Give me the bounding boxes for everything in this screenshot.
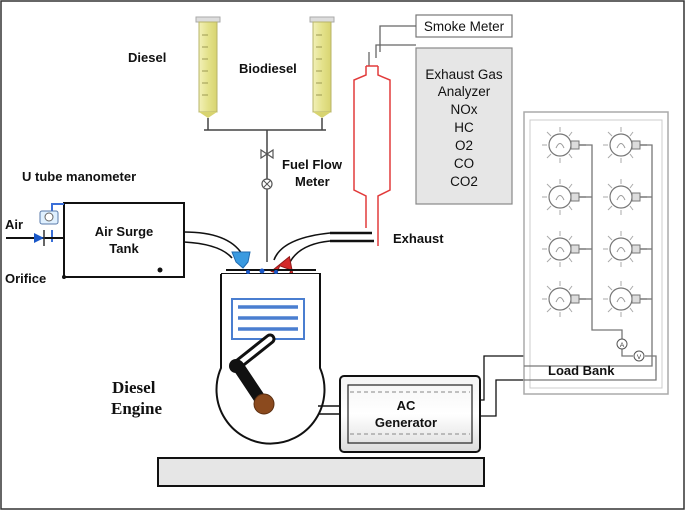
intake-pipe (183, 231, 243, 259)
analyzer-item: O2 (455, 138, 473, 153)
load-bank-inner (529, 119, 663, 389)
diesel-burette (195, 16, 221, 118)
smoke-meter-label: Smoke Meter (424, 19, 505, 34)
air-label: Air (5, 217, 23, 232)
ammeter-symbol: A (620, 342, 625, 349)
sample-lines (368, 25, 416, 66)
biodiesel-burette (309, 16, 335, 118)
air-surge-tank (63, 202, 185, 278)
flow-meter-icon (261, 178, 273, 190)
ac-label-line1: AC (397, 398, 416, 413)
load-bank-label: Load Bank (548, 363, 615, 378)
analyzer-item: CO (454, 156, 474, 171)
air-surge-label-line2: Tank (109, 241, 139, 256)
analyzer-item: HC (454, 120, 474, 135)
ac-label-line2: Generator (375, 415, 437, 430)
fuel-flow-label-line2: Meter (295, 174, 330, 189)
analyzer-title-line2: Analyzer (438, 84, 491, 99)
exhaust-pipe (353, 65, 391, 246)
generator-wiring (480, 355, 524, 417)
load-bank-wiring (524, 144, 657, 381)
load-bank-box (523, 111, 669, 395)
u-tube-manometer (39, 203, 64, 242)
orifice-dot (62, 275, 66, 279)
biodiesel-label: Biodiesel (239, 61, 297, 76)
ac-generator (339, 375, 481, 453)
base-plate (157, 457, 485, 487)
air-inlet-arrow (6, 230, 64, 246)
intake-arrow-icon (231, 251, 251, 269)
crankshaft (253, 393, 275, 415)
air-surge-label-line1: Air Surge (95, 224, 154, 239)
valve-icon (260, 146, 274, 160)
diesel-label: Diesel (128, 50, 166, 65)
gas-analyzer-box (415, 47, 513, 205)
analyzer-item: CO2 (450, 174, 478, 189)
shaft (318, 405, 340, 415)
analyzer-title-line1: Exhaust Gas (425, 67, 503, 82)
exhaust-manifold (273, 232, 331, 263)
exhaust-label: Exhaust (393, 231, 444, 246)
analyzer-item: NOx (451, 102, 478, 117)
engine-label-line1: Diesel (112, 378, 156, 397)
fuel-flow-label-line1: Fuel Flow (282, 157, 343, 172)
exhaust-outlet (330, 231, 374, 243)
diesel-engine (215, 268, 326, 445)
ammeter-icon (616, 338, 628, 350)
voltmeter-symbol: V (637, 354, 642, 361)
tank-dot (157, 267, 163, 273)
engine-label-line2: Engine (111, 399, 162, 418)
voltmeter-icon (633, 350, 645, 362)
fuel-line (204, 118, 326, 262)
u-tube-label: U tube manometer (22, 169, 136, 184)
orifice-label: Orifice (5, 271, 46, 286)
